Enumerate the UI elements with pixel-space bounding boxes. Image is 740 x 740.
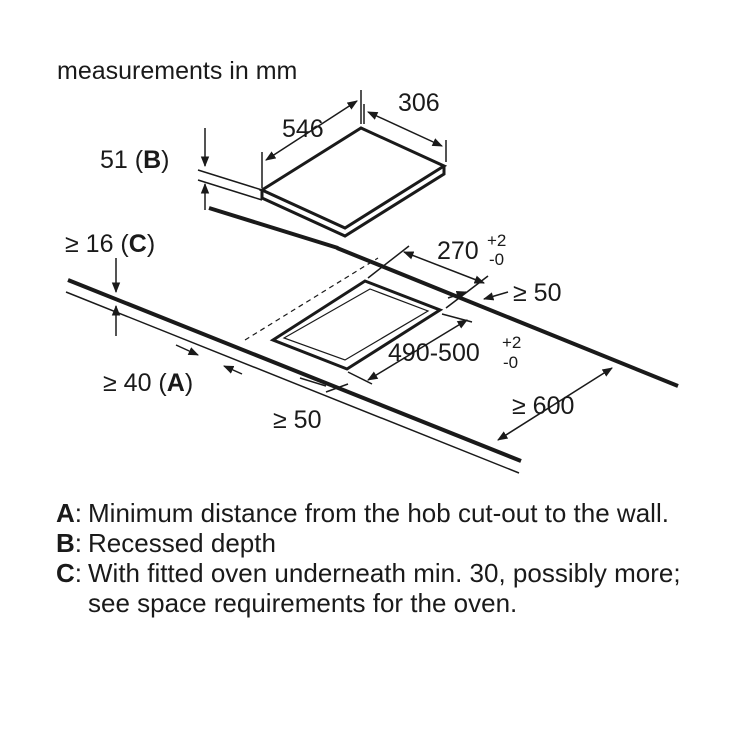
dimension-wall-distance — [175, 344, 243, 375]
note-a-text: Minimum distance from the hob cut-out to… — [88, 498, 669, 528]
note-b-key: B — [56, 528, 75, 558]
side-clearance-right-label: ≥ 50 — [513, 279, 561, 307]
cutout-depth-label: 270 +2 -0 — [437, 231, 511, 269]
note-b-separator: : — [74, 528, 83, 558]
front-thickness-label: ≥ 16 (C) — [65, 230, 155, 258]
note-b-text: Recessed depth — [88, 528, 276, 558]
dimension-worktop-depth — [497, 367, 613, 441]
note-c-text: With fitted oven underneath min. 30, pos… — [88, 558, 681, 618]
cutout — [269, 279, 444, 371]
note-a: A : Minimum distance from the hob cut-ou… — [56, 498, 716, 528]
hob-depth-label: 306 — [398, 89, 440, 117]
note-c-key: C — [56, 558, 75, 588]
measurements-caption: measurements in mm — [57, 57, 297, 85]
worktop-depth-label: ≥ 600 — [512, 392, 574, 420]
note-c-separator: : — [74, 558, 83, 588]
dimension-side-clearance-left — [299, 377, 349, 393]
note-a-separator: : — [74, 498, 83, 528]
cutout-width-label: 490-500 +2 -0 — [388, 333, 526, 372]
legend-notes: A : Minimum distance from the hob cut-ou… — [56, 498, 716, 618]
dimension-hob-depth — [363, 104, 447, 162]
installation-diagram: measurements in mm 546 306 51 (B) — [57, 57, 679, 474]
wall-distance-label: ≥ 40 (A) — [103, 369, 193, 397]
recess-depth-label: 51 (B) — [100, 146, 169, 174]
recess-level-line — [208, 206, 339, 250]
dimension-side-clearance-right — [447, 291, 509, 301]
dimension-cutout-depth — [367, 245, 489, 309]
note-c: C : With fitted oven underneath min. 30,… — [56, 558, 716, 618]
hob-width-label: 546 — [282, 115, 324, 143]
dimension-hob-width — [261, 90, 362, 188]
note-a-key: A — [56, 498, 75, 528]
dimension-recess-depth — [197, 128, 263, 210]
dimension-cutout-width — [347, 313, 473, 385]
worktop — [65, 246, 679, 474]
side-clearance-left-label: ≥ 50 — [273, 406, 321, 434]
note-b: B : Recessed depth — [56, 528, 716, 558]
